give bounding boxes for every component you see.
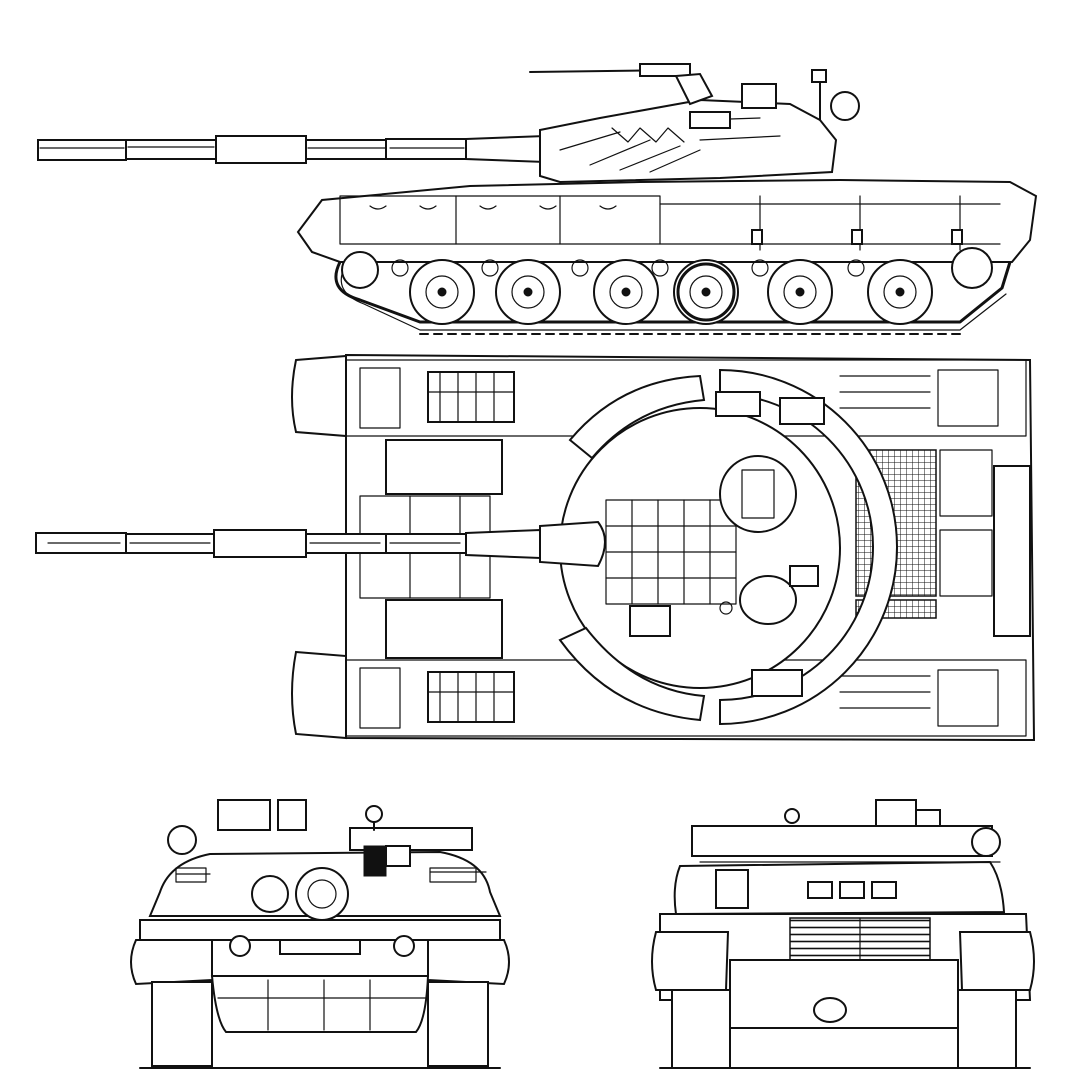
road-wheel bbox=[495, 259, 561, 325]
road-wheel bbox=[767, 259, 833, 325]
front-hull bbox=[139, 919, 501, 941]
side-turret bbox=[539, 69, 860, 184]
side-hull bbox=[296, 178, 1038, 263]
top-view bbox=[35, 353, 1036, 742]
road-wheel bbox=[867, 259, 933, 325]
side-gun-barrel bbox=[37, 134, 546, 164]
top-front-fender bbox=[291, 354, 347, 438]
top-storage-boxes bbox=[345, 359, 1027, 737]
front-view bbox=[130, 799, 510, 1069]
road-wheel bbox=[593, 259, 659, 325]
side-view bbox=[37, 63, 1038, 335]
top-gun-barrel bbox=[35, 520, 606, 568]
top-turret bbox=[558, 368, 898, 726]
road-wheel bbox=[673, 259, 739, 325]
side-road-wheels bbox=[341, 247, 993, 325]
rear-view bbox=[651, 799, 1035, 1069]
road-wheel bbox=[409, 259, 475, 325]
side-machine-gun bbox=[529, 63, 714, 106]
